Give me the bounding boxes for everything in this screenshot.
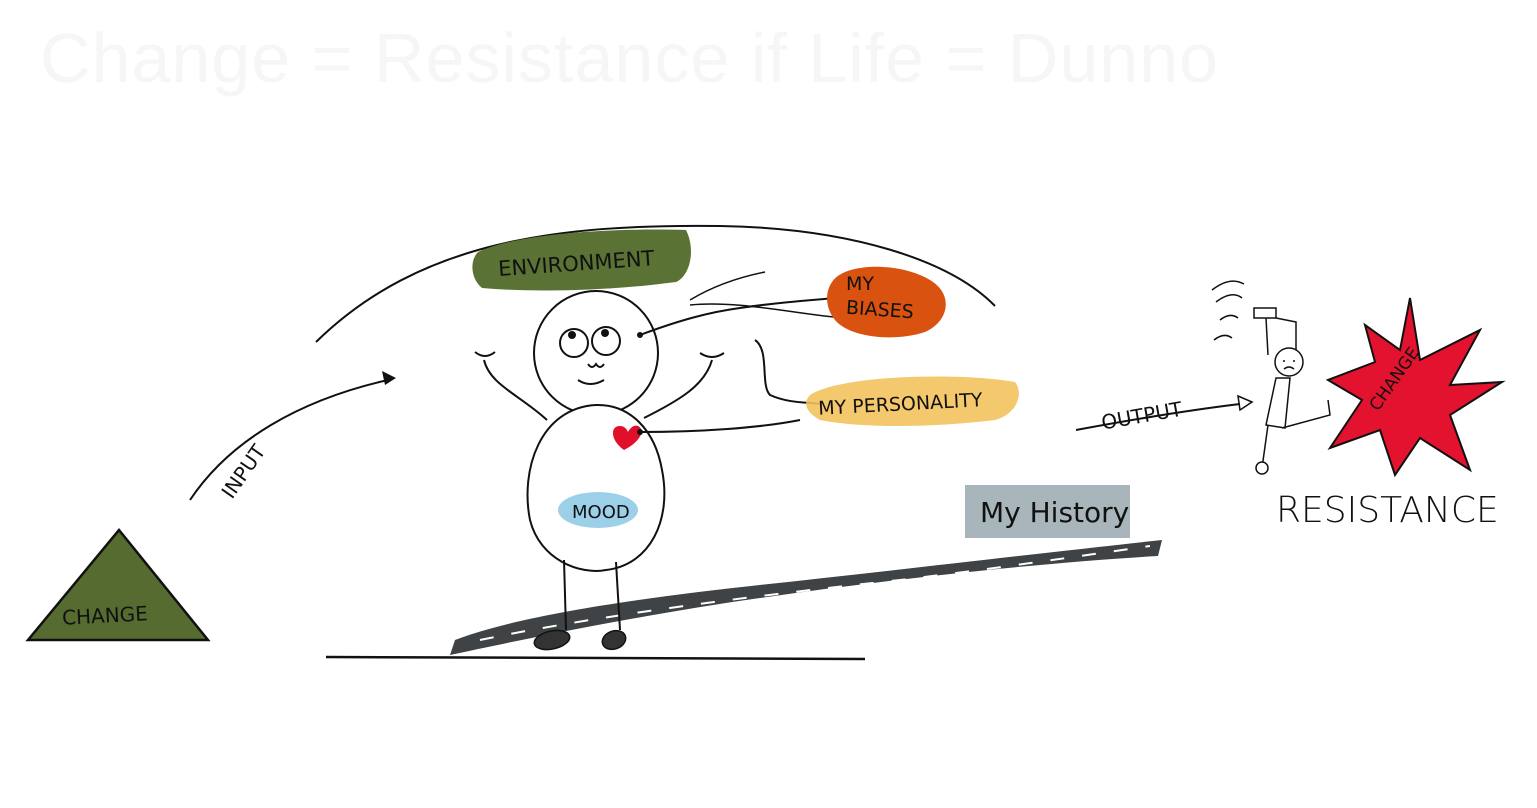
figure-left-foot: [533, 629, 571, 651]
biases-connector-loop-2: [689, 303, 846, 319]
figure-right-eye: [591, 326, 621, 356]
input-arrow: [189, 379, 389, 501]
kicker-head: [1274, 347, 1304, 377]
figure-right-foot: [601, 629, 627, 651]
personality-highlight: [806, 376, 1019, 426]
heart-dot: [637, 429, 643, 435]
change-triangle: [25, 528, 211, 642]
biases-connector: [639, 297, 836, 336]
faded-title: Change = Resistance if Life = Dunno: [40, 19, 1220, 97]
ground-line: [325, 655, 866, 661]
figure-head: [533, 290, 659, 416]
figure-left-leg: [563, 559, 567, 631]
head-dot: [637, 332, 643, 338]
stick-figure: [474, 290, 725, 651]
kicking-figure: [1211, 280, 1331, 475]
heart-icon: [612, 425, 642, 450]
figure-mouth: [577, 379, 605, 385]
biases-blob: [827, 266, 946, 338]
figure-left-pupil: [568, 331, 576, 339]
input-arrowhead: [382, 371, 396, 385]
hammer-handle: [1265, 317, 1297, 356]
kicker-body: [1265, 377, 1291, 429]
output-label: OUTPUT: [1099, 397, 1184, 435]
biases-label-line2: BIASES: [845, 297, 914, 324]
figure-right-leg: [615, 561, 621, 631]
figure-left-hand: [474, 351, 496, 357]
road-center-line: [479, 545, 1151, 641]
change-triangle-label: CHANGE: [61, 601, 148, 629]
history-road: [450, 540, 1162, 655]
kicker-face: [1283, 360, 1295, 370]
change-star: [1325, 297, 1506, 478]
history-label: My History: [980, 496, 1129, 529]
figure-body: [526, 403, 666, 572]
figure-left-eye: [559, 328, 589, 358]
environment-arc: [315, 224, 996, 343]
biases-label-line1: MY: [846, 273, 874, 295]
mood-highlight: [558, 492, 638, 528]
output-arrow: [1075, 403, 1241, 431]
kicker-foot: [1255, 461, 1269, 475]
resistance-label: RESISTANCE: [1276, 490, 1499, 531]
figure-right-pupil: [601, 329, 609, 337]
kicker-legs: [1261, 399, 1331, 469]
figure-right-hand: [699, 352, 725, 358]
environment-highlight: [472, 229, 691, 291]
figure-left-arm: [483, 359, 548, 421]
biases-connector-loop-1: [689, 271, 766, 301]
figure-nose: [587, 362, 605, 368]
hammer-head: [1253, 307, 1277, 319]
output-arrowhead: [1237, 394, 1254, 412]
mood-label: MOOD: [572, 502, 630, 523]
input-label: INPUT: [216, 439, 270, 502]
motion-lines: [1211, 280, 1245, 341]
figure-right-arm: [643, 359, 713, 419]
personality-connector: [754, 339, 821, 405]
history-highlight: [965, 485, 1130, 538]
heart-connector: [639, 419, 801, 433]
